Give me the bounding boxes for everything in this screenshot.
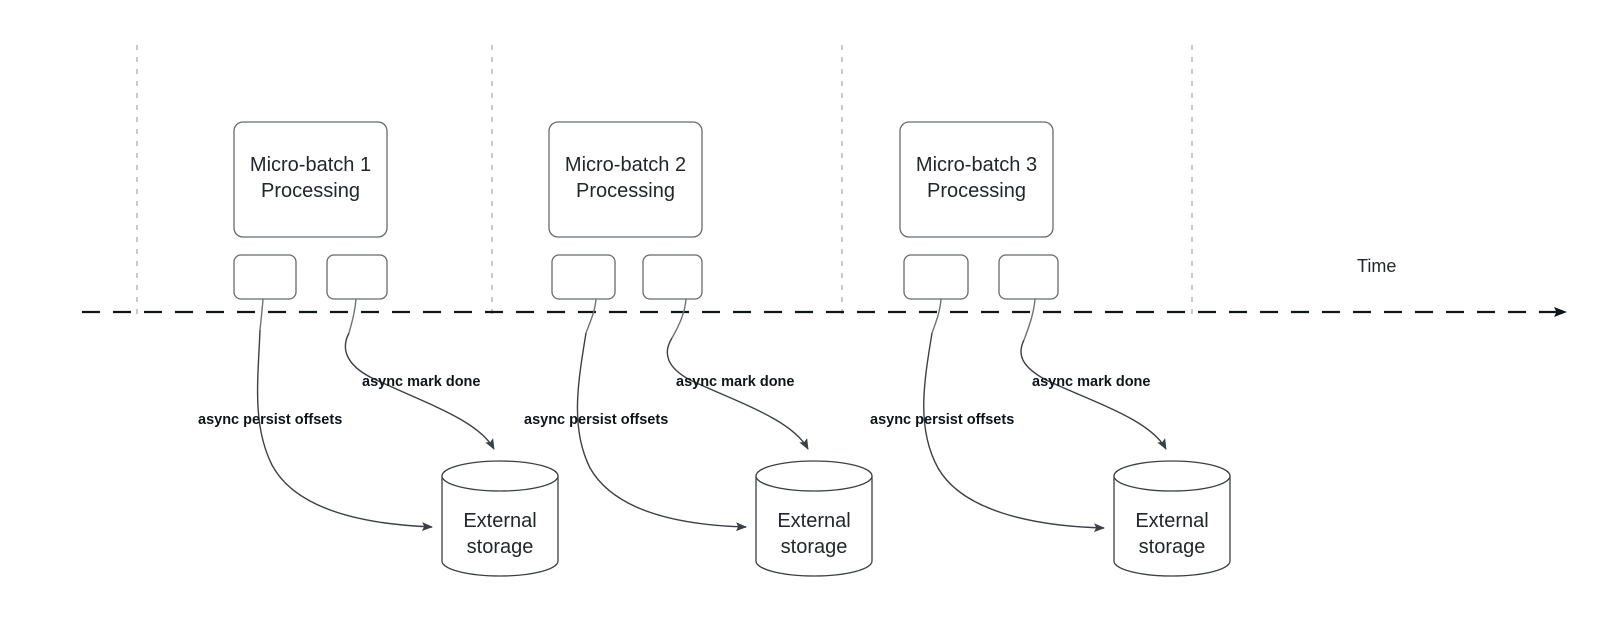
micro-batch-1-persist-offsets-arrow [256,329,433,532]
micro-batch-3-persist-offsets-label: async persist offsets [870,412,1014,428]
micro-batch-3-box[interactable] [899,121,1054,238]
micro-batch-3-persist-stem [931,298,942,334]
micro-batch-3-mark-done-arrow [1020,339,1167,450]
micro-batch-3-mark-stem [1023,298,1036,341]
micro-batch-1-mark-done-label: async mark done [362,374,480,390]
micro-batch-2-persist-offsets-arrow [576,332,747,532]
time-axis-label: Time [1357,256,1396,276]
micro-batch-1-persist-task-box[interactable] [233,254,297,300]
micro-batch-1-label-line1: Micro-batch 1 [250,154,371,176]
micro-batch-1-persist-stem [259,298,264,331]
micro-batch-3-persist-offsets-arrow [923,332,1105,533]
micro-batch-1-label-line2: Processing [261,180,360,202]
micro-batch-2-label-line1: Micro-batch 2 [565,154,686,176]
external-storage-3-label-line2: storage [1139,536,1206,558]
micro-batch-3-persist-task-box[interactable] [903,254,969,300]
micro-batch-3-label-line2: Processing [927,180,1026,202]
micro-batch-1-mark-stem [348,298,357,334]
micro-batch-3-mark-done-label: async mark done [1032,374,1150,390]
micro-batch-2-mark-done-label: async mark done [676,374,794,390]
micro-batch-group-1: Micro-batch 1 Processing async persist o… [198,121,559,577]
external-storage-3-label-line1: External [1135,510,1208,532]
period-separators [136,45,1193,318]
external-storage-1-label-line1: External [463,510,536,532]
micro-batch-2-box[interactable] [548,121,703,238]
time-axis: Time [82,256,1567,317]
micro-batch-group-2: Micro-batch 2 Processing async persist o… [524,121,873,577]
micro-batch-1-mark-done-arrow [344,332,495,450]
external-storage-1[interactable]: External storage [441,460,559,577]
micro-batch-2-persist-task-box[interactable] [551,254,616,300]
micro-batch-group-3: Micro-batch 3 Processing async persist o… [870,121,1231,577]
external-storage-2-label-line1: External [777,510,850,532]
micro-batch-3-label-line1: Micro-batch 3 [916,154,1037,176]
micro-batch-2-label-line2: Processing [576,180,675,202]
micro-batch-1-mark-task-box[interactable] [326,254,388,300]
micro-batch-3-mark-task-box[interactable] [998,254,1059,300]
micro-batch-2-mark-task-box[interactable] [642,254,703,300]
micro-batch-2-mark-stem [671,298,687,339]
external-storage-2[interactable]: External storage [755,460,873,577]
external-storage-2-label-line2: storage [781,536,848,558]
micro-batch-2-persist-offsets-label: async persist offsets [524,412,668,428]
micro-batch-1-persist-offsets-label: async persist offsets [198,412,342,428]
external-storage-1-label-line2: storage [467,536,534,558]
micro-batch-1-box[interactable] [233,121,388,238]
micro-batch-2-mark-done-arrow [666,337,809,450]
micro-batch-2-persist-stem [585,298,597,334]
external-storage-3[interactable]: External storage [1113,460,1231,577]
